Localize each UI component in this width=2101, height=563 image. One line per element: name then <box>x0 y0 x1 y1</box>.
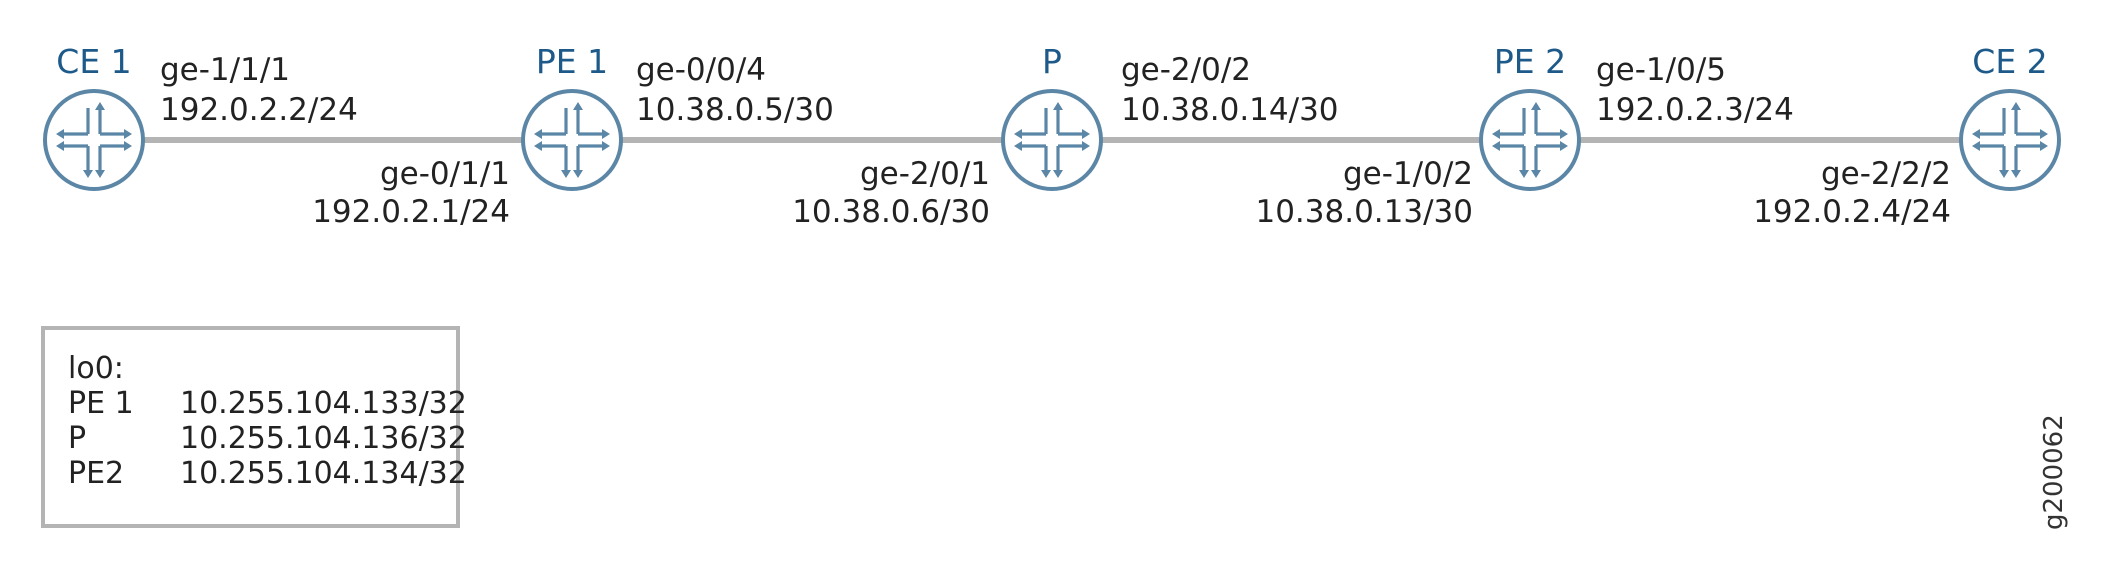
loopback-address: 10.255.104.134/32 <box>180 456 467 491</box>
loopback-legend-box: lo0: PE 1 10.255.104.133/32 P 10.255.104… <box>41 326 467 528</box>
interface-ip: 10.38.0.13/30 <box>1255 194 1473 230</box>
loopback-address: 10.255.104.136/32 <box>180 421 467 456</box>
router-icon <box>1001 89 1103 191</box>
interface-ip: 192.0.2.2/24 <box>160 92 358 128</box>
router-icon <box>1959 89 2061 191</box>
interface-name: ge-2/0/1 <box>860 156 990 192</box>
figure-id: g200062 <box>2039 414 2069 530</box>
interface-name: ge-2/2/2 <box>1821 156 1951 192</box>
router-pe1: PE 1 <box>521 42 623 191</box>
interface-name: ge-0/1/1 <box>380 156 510 192</box>
loopback-node-name: PE2 <box>68 456 124 491</box>
interface-ip: 10.38.0.14/30 <box>1121 92 1339 128</box>
router-p: P <box>1001 42 1103 191</box>
router-ce1: CE 1 <box>43 42 145 191</box>
legend-border <box>41 326 460 528</box>
loopback-address: 10.255.104.133/32 <box>180 386 467 421</box>
interface-ip: 10.38.0.6/30 <box>792 194 990 230</box>
interface-name: ge-2/0/2 <box>1121 52 1251 88</box>
node-label-ce2: CE 2 <box>1972 42 2047 81</box>
loopback-title: lo0: <box>68 351 124 386</box>
interface-name: ge-0/0/4 <box>636 52 766 88</box>
router-icon <box>521 89 623 191</box>
node-label-p: P <box>1042 42 1062 81</box>
interface-labels-p-pe2: ge-2/0/2 10.38.0.14/30 ge-1/0/2 10.38.0.… <box>1121 52 1473 230</box>
node-label-ce1: CE 1 <box>56 42 131 81</box>
interface-labels-pe1-p: ge-0/0/4 10.38.0.5/30 ge-2/0/1 10.38.0.6… <box>636 52 990 230</box>
interface-labels-ce1-pe1: ge-1/1/1 192.0.2.2/24 ge-0/1/1 192.0.2.1… <box>160 52 510 230</box>
loopback-node-name: P <box>68 421 86 456</box>
router-pe2: PE 2 <box>1479 42 1581 191</box>
interface-ip: 192.0.2.1/24 <box>312 194 510 230</box>
interface-name: ge-1/0/5 <box>1596 52 1726 88</box>
node-label-pe2: PE 2 <box>1494 42 1566 81</box>
interface-labels-pe2-ce2: ge-1/0/5 192.0.2.3/24 ge-2/2/2 192.0.2.4… <box>1596 52 1951 230</box>
interface-name: ge-1/1/1 <box>160 52 290 88</box>
interface-ip: 192.0.2.3/24 <box>1596 92 1794 128</box>
router-icon <box>43 89 145 191</box>
interface-ip: 192.0.2.4/24 <box>1753 194 1951 230</box>
router-icon <box>1479 89 1581 191</box>
node-label-pe1: PE 1 <box>536 42 608 81</box>
router-ce2: CE 2 <box>1959 42 2061 191</box>
interface-ip: 10.38.0.5/30 <box>636 92 834 128</box>
loopback-node-name: PE 1 <box>68 386 134 421</box>
interface-name: ge-1/0/2 <box>1343 156 1473 192</box>
